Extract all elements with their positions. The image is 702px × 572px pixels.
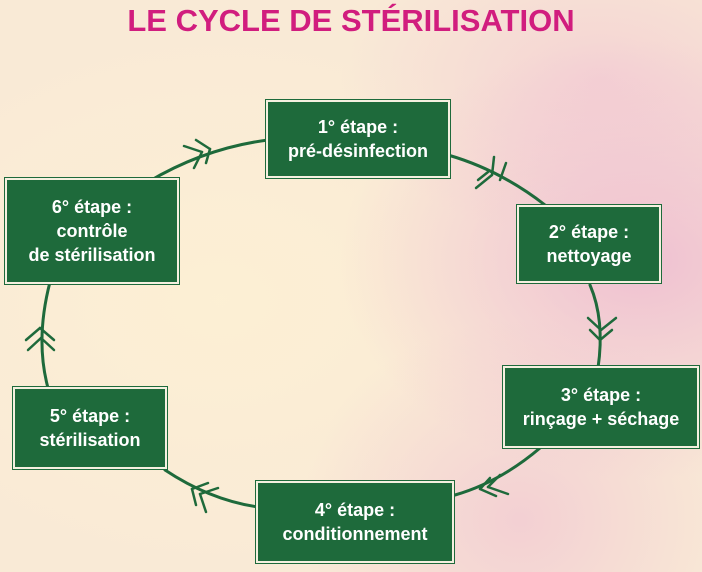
step-4-heading: 4° étape : bbox=[314, 500, 396, 520]
arrowhead-2-to-3 bbox=[586, 316, 618, 342]
step-1-heading: 1° étape : bbox=[317, 117, 399, 137]
arrow-4-to-5 bbox=[163, 468, 260, 509]
step-6-box: 6° étape : contrôle de stérilisation bbox=[5, 178, 179, 284]
step-6-label-line-2: de stérilisation bbox=[28, 245, 156, 265]
arrowhead-1-to-2 bbox=[474, 155, 508, 190]
arrowhead-3-to-4 bbox=[478, 473, 510, 498]
step-4-box: 4° étape : conditionnement bbox=[256, 481, 454, 563]
step-5-heading: 5° étape : bbox=[49, 406, 131, 426]
arrow-2-to-3 bbox=[588, 283, 602, 370]
arrow-1-to-2 bbox=[446, 153, 547, 207]
step-6-heading: 6° étape : bbox=[51, 197, 133, 217]
step-6-label-line-1: contrôle bbox=[56, 221, 128, 241]
step-1-box: 1° étape : pré-désinfection bbox=[266, 100, 450, 178]
arrowhead-5-to-6 bbox=[24, 326, 56, 352]
step-2-box: 2° étape : nettoyage bbox=[517, 205, 661, 283]
arrow-3-to-4 bbox=[453, 446, 542, 497]
step-5-box: 5° étape : stérilisation bbox=[13, 387, 167, 469]
diagram-title: LE CYCLE DE STÉRILISATION bbox=[127, 3, 575, 38]
arrowhead-6-to-1 bbox=[182, 138, 212, 170]
step-3-label: rinçage + séchage bbox=[522, 409, 680, 429]
arrow-6-to-1 bbox=[146, 138, 270, 184]
arrowhead-4-to-5 bbox=[190, 481, 220, 514]
step-2-heading: 2° étape : bbox=[548, 222, 630, 242]
step-2-label: nettoyage bbox=[546, 246, 632, 266]
step-4-label: conditionnement bbox=[282, 524, 428, 544]
step-3-heading: 3° étape : bbox=[560, 385, 642, 405]
step-3-box: 3° étape : rinçage + séchage bbox=[503, 366, 699, 448]
step-1-label: pré-désinfection bbox=[287, 141, 429, 161]
step-5-label: stérilisation bbox=[39, 430, 141, 450]
